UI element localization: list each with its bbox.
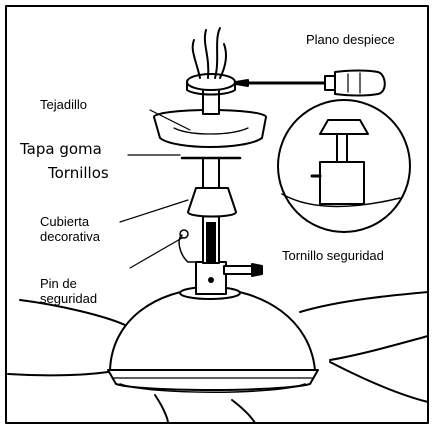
hanger-top [186, 73, 236, 91]
label-decorative-cover: Cubierta decorativa [40, 214, 100, 244]
wire-3 [214, 27, 221, 79]
downrod-thread [206, 222, 216, 262]
screwdriver-ferrule [324, 75, 336, 91]
wire-4 [219, 43, 228, 79]
wire-1 [191, 39, 201, 79]
diagram-title: Plano despiece [306, 32, 395, 47]
motor-rim [107, 369, 319, 391]
safety-pin-loop [179, 229, 189, 239]
label-rubber-cap: Tapa goma [20, 140, 102, 158]
detail-rod [336, 133, 348, 163]
label-canopy: Tejadillo [40, 97, 87, 112]
screwdriver-tip [235, 79, 249, 87]
motor-base [119, 383, 306, 393]
fan-blade-right-lower [329, 361, 429, 403]
diagram-frame [5, 5, 429, 424]
safety-pin-leader [129, 237, 183, 269]
label-screws: Tornillos [48, 164, 109, 182]
detail-blade [281, 193, 401, 208]
label-safety-screw: Tornillo seguridad [282, 248, 384, 263]
decorative-cover-leader [119, 199, 189, 223]
hanger-base [186, 81, 236, 96]
decorative-cover-shape [187, 187, 237, 218]
fan-blade-bottom-2 [231, 399, 256, 424]
safety-screw-body [223, 265, 253, 275]
fan-blade-right [299, 291, 429, 361]
safety-screw-head [251, 263, 263, 277]
canopy-inner [173, 127, 249, 135]
fan-blade-left-lower [7, 371, 109, 377]
label-safety-pin: Pin de seguridad [40, 276, 98, 306]
fan-blade-left [19, 299, 126, 326]
fan-blade-bottom [154, 394, 169, 424]
detail-canopy [319, 119, 369, 135]
detail-coupling [319, 161, 365, 205]
canopy-leader [149, 109, 191, 131]
safety-pin-shape [178, 234, 199, 263]
motor-dome [109, 287, 316, 371]
wire-2 [203, 29, 210, 79]
coupling-hole [208, 277, 214, 283]
canopy-shape [153, 116, 267, 148]
